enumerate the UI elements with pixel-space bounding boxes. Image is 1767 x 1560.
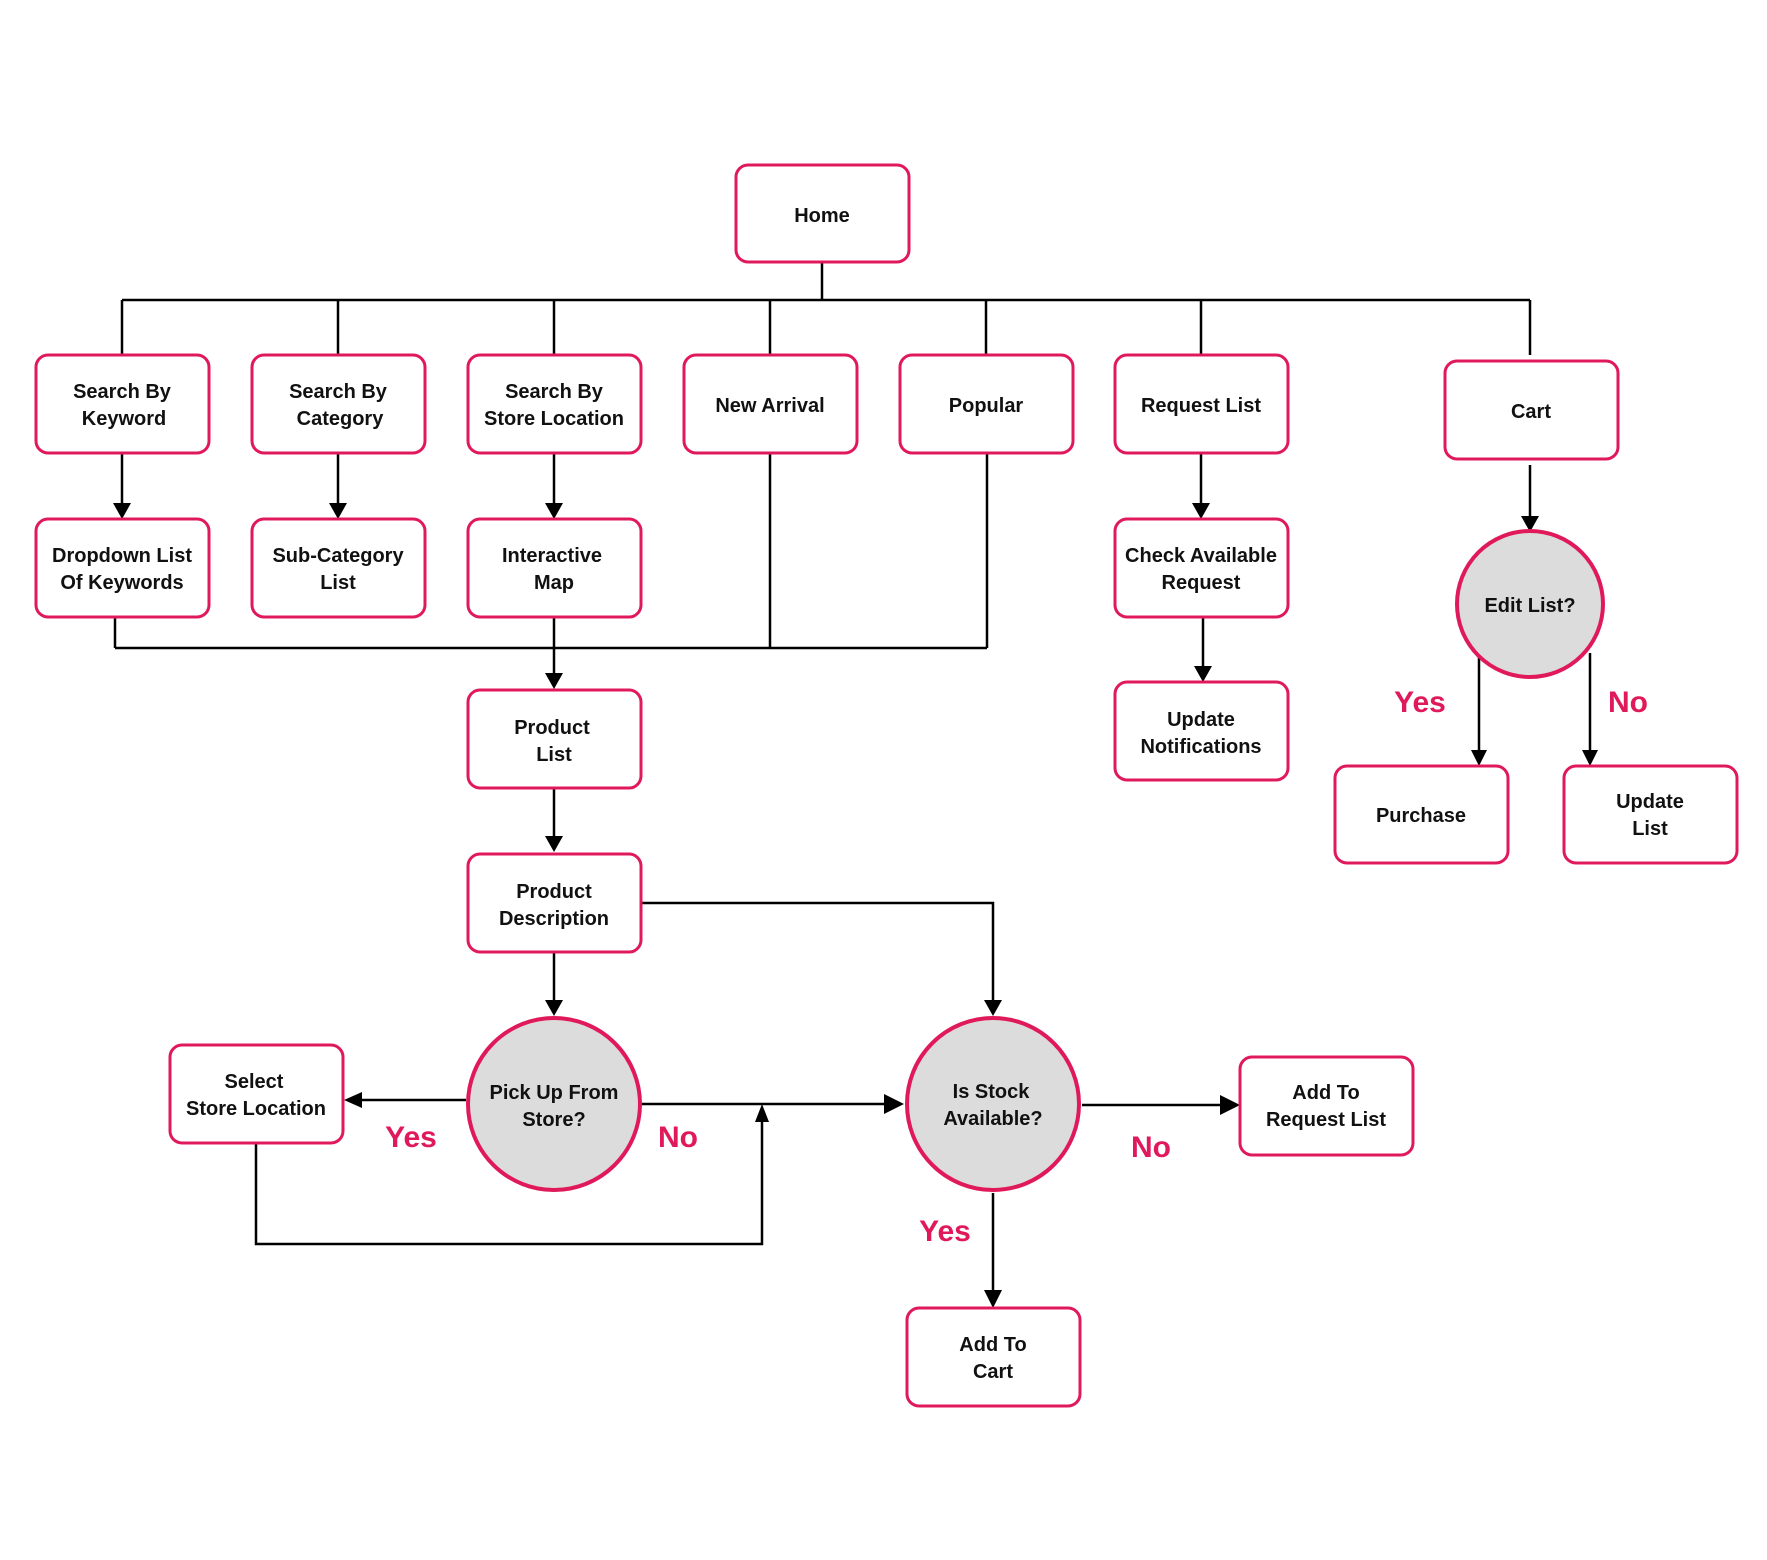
node-home-label: Home <box>794 205 850 227</box>
node-label-line: Sub-Category <box>272 545 404 567</box>
node-request-list: Request List <box>1113 353 1290 455</box>
arrowhead <box>545 1000 563 1016</box>
node-dropdown-list-of-keywords: Dropdown List Of Keywords <box>34 517 211 619</box>
node-cart-label: Cart <box>1511 401 1551 423</box>
arrowhead <box>1582 750 1598 766</box>
arrowhead <box>984 1290 1002 1308</box>
node-edit-list-decision: Edit List? <box>1455 529 1605 679</box>
arrowhead <box>545 673 563 689</box>
node-request-list-label: Request List <box>1141 395 1261 417</box>
nodes: Home Search By Keyword Search By Categor… <box>34 163 1739 1408</box>
arrowhead <box>884 1094 904 1114</box>
node-edit-list-label: Edit List? <box>1484 595 1575 617</box>
node-label-line: Available? <box>943 1108 1042 1130</box>
branch-label-pickup-no: No <box>658 1121 698 1154</box>
node-label-line: Category <box>297 408 385 430</box>
node-purchase: Purchase <box>1333 764 1510 865</box>
node-label-line: Interactive <box>502 545 602 567</box>
branch-label-edit-no: No <box>1608 686 1648 719</box>
arrowhead <box>545 836 563 852</box>
node-interactive-map: Interactive Map <box>466 517 643 619</box>
node-popular-label: Popular <box>949 395 1024 417</box>
node-product-list: Product List <box>466 688 643 790</box>
arrowhead <box>1521 516 1539 532</box>
node-search-by-keyword: Search By Keyword <box>34 353 211 455</box>
arrowhead <box>755 1104 769 1122</box>
arrowhead <box>344 1092 362 1108</box>
node-product-description: Product Description <box>466 852 643 954</box>
arrowhead <box>545 503 563 519</box>
node-pickup-decision: Pick Up From Store? <box>466 1016 642 1192</box>
arrowhead <box>329 503 347 519</box>
arrowhead <box>1194 666 1212 682</box>
branch-labels: Yes No No Yes Yes No <box>385 686 1648 1248</box>
node-label-line: Map <box>534 572 574 594</box>
branch-label-stock-yes: Yes <box>919 1215 971 1248</box>
node-label-line: Search By <box>73 381 172 403</box>
node-popular: Popular <box>898 353 1075 455</box>
node-label-line: Dropdown List <box>52 545 192 567</box>
node-label-line: List <box>1632 818 1668 840</box>
node-stock-decision: Is Stock Available? <box>905 1016 1081 1192</box>
node-select-store-location: Select Store Location <box>168 1043 345 1145</box>
node-label-line: Product <box>514 717 590 739</box>
node-home: Home <box>734 163 911 264</box>
node-label-line: Add To <box>959 1334 1026 1356</box>
node-label-line: Notifications <box>1140 736 1261 758</box>
node-sub-category-list: Sub-Category List <box>250 517 427 619</box>
node-label-line: Search By <box>289 381 388 403</box>
node-label-line: Request <box>1162 572 1241 594</box>
node-label-line: Search By <box>505 381 604 403</box>
node-label-line: Pick Up From <box>490 1082 619 1104</box>
node-new-arrival-label: New Arrival <box>715 395 824 417</box>
node-label-line: Add To <box>1292 1082 1359 1104</box>
node-label-line: Check Available <box>1125 545 1277 567</box>
node-label-line: Update <box>1616 791 1684 813</box>
node-new-arrival: New Arrival <box>682 353 859 455</box>
node-update-list: Update List <box>1562 764 1739 865</box>
node-label-line: Select <box>225 1071 284 1093</box>
node-label-line: Update <box>1167 709 1235 731</box>
arrowhead <box>1220 1095 1240 1115</box>
node-add-to-cart: Add To Cart <box>905 1306 1082 1408</box>
node-label-line: Store? <box>522 1109 585 1131</box>
connector-select-loop <box>254 1120 764 1246</box>
node-cart: Cart <box>1443 359 1620 461</box>
node-label-line: Product <box>516 881 592 903</box>
branch-label-pickup-yes: Yes <box>385 1121 437 1154</box>
connector-description-stock <box>641 901 995 1002</box>
node-label-line: Cart <box>973 1361 1013 1383</box>
node-label-line: Of Keywords <box>60 572 183 594</box>
arrowhead <box>1192 503 1210 519</box>
node-label-line: List <box>320 572 356 594</box>
node-search-by-store-location: Search By Store Location <box>466 353 643 455</box>
branch-label-stock-no: No <box>1131 1131 1171 1164</box>
arrowhead <box>1471 750 1487 766</box>
node-update-notifications: Update Notifications <box>1113 680 1290 782</box>
node-search-by-category: Search By Category <box>250 353 427 455</box>
arrowhead <box>113 503 131 519</box>
node-label-line: Store Location <box>484 408 624 430</box>
arrowhead <box>984 1000 1002 1016</box>
node-label-line: List <box>536 744 572 766</box>
node-check-available-request: Check Available Request <box>1113 517 1290 619</box>
branch-label-edit-yes: Yes <box>1394 686 1446 719</box>
node-label-line: Request List <box>1266 1109 1386 1131</box>
node-label-line: Is Stock <box>953 1081 1031 1103</box>
node-purchase-label: Purchase <box>1376 805 1466 827</box>
node-add-to-request-list: Add To Request List <box>1238 1055 1415 1157</box>
node-label-line: Store Location <box>186 1098 326 1120</box>
node-label-line: Keyword <box>82 408 166 430</box>
connectors <box>113 262 1598 1308</box>
node-label-line: Description <box>499 908 609 930</box>
